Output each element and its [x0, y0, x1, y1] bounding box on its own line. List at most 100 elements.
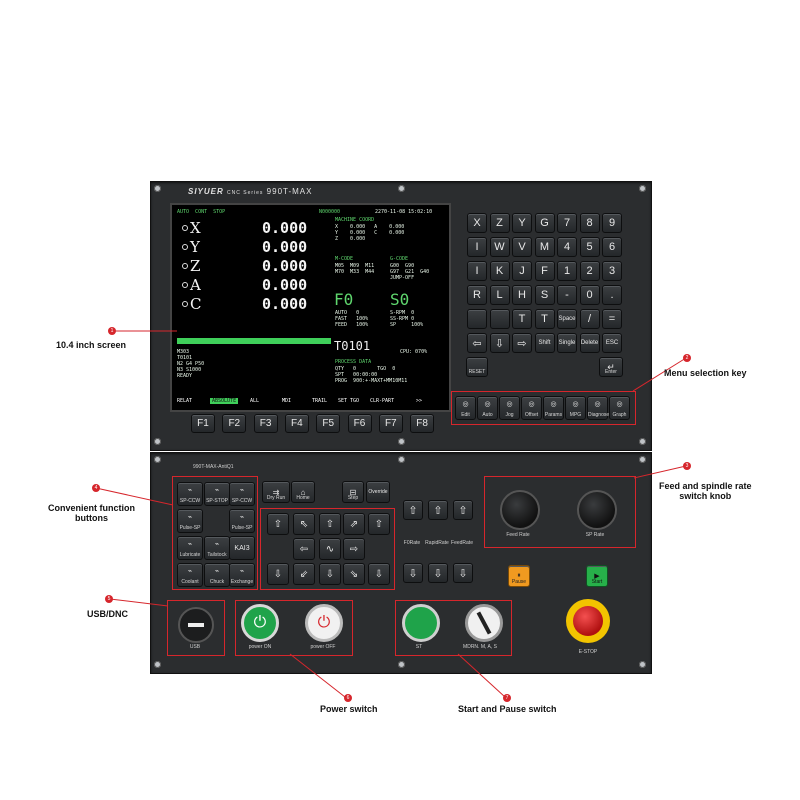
- keypad-key[interactable]: 9: [602, 213, 622, 233]
- menu-key-offset[interactable]: ◎Offset: [521, 396, 542, 420]
- function-button-pulse-sp[interactable]: ⌁Pulse-SP: [229, 509, 255, 533]
- keypad-key[interactable]: 3: [602, 261, 622, 281]
- jog-key[interactable]: ⇦: [293, 538, 315, 560]
- f-key-f4[interactable]: F4: [284, 414, 309, 433]
- keypad-key[interactable]: [467, 309, 487, 329]
- keypad-key[interactable]: [489, 309, 510, 329]
- enter-button[interactable]: ↵ Enter: [599, 357, 623, 377]
- keypad-key[interactable]: F: [534, 261, 555, 281]
- cycle-start-button[interactable]: [402, 604, 440, 642]
- home-button[interactable]: ⌂ Home: [291, 481, 315, 503]
- step-button[interactable]: ⊟ Step: [342, 481, 364, 503]
- keypad-key[interactable]: G: [534, 213, 555, 233]
- keypad-key[interactable]: -: [557, 285, 577, 305]
- keypad-key[interactable]: 6: [602, 237, 622, 257]
- softkey-relat[interactable]: RELAT: [177, 398, 193, 404]
- keypad-key[interactable]: 2: [579, 261, 600, 281]
- softkey-set-tgo[interactable]: SET TGO: [338, 398, 360, 404]
- f-key-f6[interactable]: F6: [347, 414, 372, 433]
- keypad-key[interactable]: X: [467, 213, 487, 233]
- start-button[interactable]: ▶ Start: [586, 565, 608, 587]
- softkey-trail[interactable]: TRAIL: [312, 398, 328, 404]
- keypad-key[interactable]: I: [467, 237, 487, 257]
- rate-arrow-key[interactable]: ⇩: [403, 563, 423, 583]
- keypad-key[interactable]: T: [512, 309, 532, 329]
- keypad-key[interactable]: Delete: [579, 333, 600, 353]
- jog-key[interactable]: ⇘: [343, 563, 365, 585]
- f-key-f5[interactable]: F5: [316, 414, 341, 433]
- menu-key-graph[interactable]: ◎Graph: [609, 396, 630, 420]
- keypad-key[interactable]: H: [512, 285, 532, 305]
- function-button-sp-ccw[interactable]: ⌁SP-CCW: [229, 482, 255, 506]
- keypad-key[interactable]: K: [489, 261, 510, 281]
- menu-key-jog[interactable]: ◎Jog: [499, 396, 520, 420]
- keypad-key[interactable]: ⇩: [489, 333, 510, 353]
- keypad-key[interactable]: R: [467, 285, 487, 305]
- keypad-key[interactable]: Space: [557, 309, 577, 329]
- f-key-f3[interactable]: F3: [253, 414, 278, 433]
- jog-key[interactable]: ⇗: [343, 513, 365, 535]
- jog-key[interactable]: ⇧: [267, 513, 289, 535]
- jog-key[interactable]: ∿: [319, 538, 341, 560]
- function-button-lubricate[interactable]: ⌁Lubricate: [177, 536, 203, 560]
- keypad-key[interactable]: T: [534, 309, 555, 329]
- keypad-key[interactable]: V: [512, 237, 532, 257]
- keypad-key[interactable]: M: [534, 237, 555, 257]
- power-on-button[interactable]: ⏻: [241, 604, 279, 642]
- keypad-key[interactable]: .: [602, 285, 622, 305]
- jog-key[interactable]: ⇨: [343, 538, 365, 560]
- keypad-key[interactable]: ⇨: [512, 333, 532, 353]
- function-button-coolant[interactable]: ⌁Coolant: [177, 563, 203, 587]
- menu-key-auto[interactable]: ◎Auto: [477, 396, 498, 420]
- keypad-key[interactable]: Z: [489, 213, 510, 233]
- menu-key-edit[interactable]: ◎Edit: [455, 396, 476, 420]
- menu-key-params[interactable]: ◎Params: [543, 396, 564, 420]
- keypad-key[interactable]: ESC: [602, 333, 622, 353]
- rate-arrow-key[interactable]: ⇧: [453, 500, 473, 520]
- menu-key-diagnose[interactable]: ◎Diagnose: [587, 396, 609, 420]
- keypad-key[interactable]: 8: [579, 213, 600, 233]
- softkey--[interactable]: >>: [416, 398, 423, 404]
- spindle-rate-knob[interactable]: [577, 490, 617, 530]
- power-off-button[interactable]: ⏻: [305, 604, 343, 642]
- keypad-key[interactable]: 5: [579, 237, 600, 257]
- rate-arrow-key[interactable]: ⇧: [403, 500, 423, 520]
- f-key-f7[interactable]: F7: [378, 414, 403, 433]
- rate-arrow-key[interactable]: ⇩: [428, 563, 448, 583]
- keypad-key[interactable]: 1: [557, 261, 577, 281]
- rate-arrow-key[interactable]: ⇩: [453, 563, 473, 583]
- keypad-key[interactable]: 0: [579, 285, 600, 305]
- feed-rate-knob[interactable]: [500, 490, 540, 530]
- jog-key[interactable]: ⇧: [368, 513, 390, 535]
- keypad-key[interactable]: 4: [557, 237, 577, 257]
- function-button-chuck[interactable]: ⌁Chuck: [204, 563, 230, 587]
- jog-key[interactable]: ⇩: [319, 563, 341, 585]
- rate-arrow-key[interactable]: ⇧: [428, 500, 448, 520]
- dry-run-button[interactable]: ⇉ Dry Run: [262, 481, 290, 503]
- keypad-key[interactable]: Single: [557, 333, 577, 353]
- menu-key-mpg[interactable]: ◎MPG: [565, 396, 586, 420]
- function-button-kai3[interactable]: KAI3: [229, 536, 255, 560]
- pause-button[interactable]: ⏸ Pause: [508, 565, 530, 587]
- jog-key[interactable]: ⇙: [293, 563, 315, 585]
- function-button-sp-stop[interactable]: ⌁SP-STOP: [204, 482, 230, 506]
- keypad-key[interactable]: W: [489, 237, 510, 257]
- keypad-key[interactable]: 7: [557, 213, 577, 233]
- softkey-all[interactable]: ALL: [250, 398, 260, 404]
- override-button[interactable]: Override: [366, 481, 390, 503]
- keypad-key[interactable]: J: [512, 261, 532, 281]
- estop-button[interactable]: [573, 606, 603, 636]
- f-key-f8[interactable]: F8: [410, 414, 435, 433]
- jog-key[interactable]: ⇩: [267, 563, 289, 585]
- function-button-sp-ccw[interactable]: ⌁SP-CCW: [177, 482, 203, 506]
- usb-port[interactable]: [178, 607, 214, 643]
- reset-button[interactable]: RESET: [466, 357, 488, 377]
- keypad-key[interactable]: =: [602, 309, 622, 329]
- mode-selector-knob[interactable]: [465, 604, 503, 642]
- f-key-f1[interactable]: F1: [191, 414, 215, 433]
- softkey-mdi[interactable]: MDI: [282, 398, 292, 404]
- keypad-key[interactable]: ⇦: [467, 333, 487, 353]
- function-button-pulse-sp[interactable]: ⌁Pulse-SP: [177, 509, 203, 533]
- keypad-key[interactable]: I: [467, 261, 487, 281]
- f-key-f2[interactable]: F2: [222, 414, 247, 433]
